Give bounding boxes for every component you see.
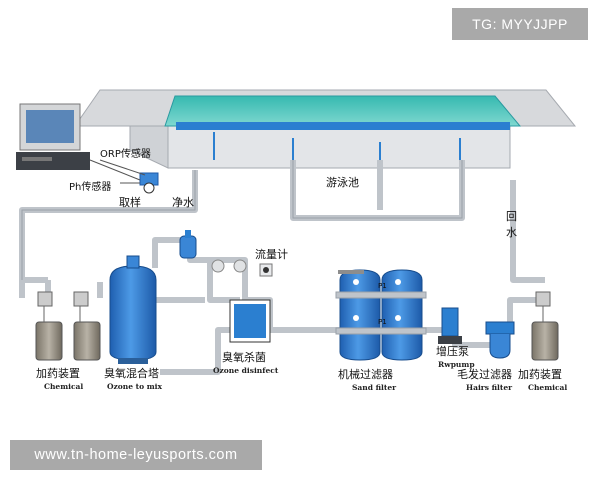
ozone-generator [229, 299, 271, 343]
label-hair-filter-cn: 毛发过滤器 [457, 367, 512, 381]
hair-filter [485, 321, 515, 359]
swimming-pool [74, 89, 577, 169]
label-booster-pump-cn: 增压泵 [436, 344, 469, 358]
dosing-unit-left [35, 291, 101, 361]
label-ozone-disinfect-cn: 臭氧杀菌 [222, 350, 266, 364]
label-pool: 游泳池 [326, 175, 359, 189]
label-hair-filter-en: Hairs filter [466, 383, 513, 392]
label-ozone-mix-en: Ozone to mix [107, 382, 162, 391]
label-p1-upper: P1 [378, 282, 387, 290]
label-sand-filter-cn: 机械过滤器 [338, 367, 393, 381]
url-watermark: www.tn-home-leyusports.com [10, 440, 262, 470]
computer-monitor-icon [16, 103, 141, 181]
label-ozone-disinfect-en: Ozone disinfect [213, 366, 279, 375]
label-return-water-1: 回 [506, 210, 517, 223]
label-ozone-mix-cn: 臭氧混合塔 [104, 366, 159, 380]
label-flowmeter: 流量计 [255, 247, 288, 261]
label-booster-pump-en: Rwpump [438, 360, 475, 369]
label-dosing-right-cn: 加药装置 [518, 368, 562, 381]
dosing-unit-right [531, 291, 559, 361]
booster-pump [438, 307, 462, 344]
flowmeter [211, 259, 273, 277]
label-dosing-left-en: Chemical [44, 382, 83, 391]
label-p1-lower: P1 [378, 318, 387, 326]
sensor-group [99, 159, 159, 194]
label-sand-filter-en: Sand filter [352, 383, 397, 392]
label-sampling: 取样 [119, 195, 141, 209]
label-orp-sensor: ORP传感器 [100, 147, 151, 160]
label-clean-water: 净水 [172, 195, 194, 209]
label-ph-sensor: Ph传感器 [69, 180, 111, 193]
label-return-water-2: 水 [506, 226, 517, 239]
label-dosing-left-cn: 加药装置 [36, 367, 80, 380]
ozone-mixing-tower [109, 230, 197, 364]
sand-filter [335, 269, 427, 361]
telegram-watermark: TG: MYYJJPP [452, 8, 588, 40]
label-dosing-right-en: Chemical [528, 383, 567, 392]
